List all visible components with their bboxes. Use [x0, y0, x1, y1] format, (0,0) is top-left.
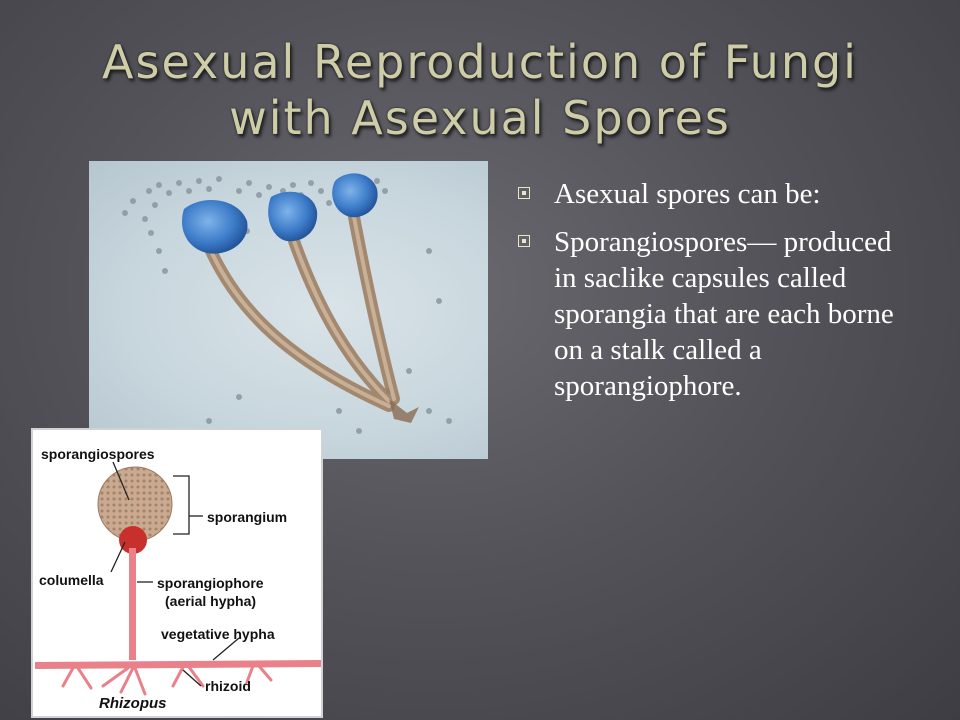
label-sporangiospores: sporangiospores — [41, 446, 155, 462]
rhizopus-diagram: sporangiospores sporangium columella spo… — [31, 428, 323, 718]
bullet-item: Sporangiospores— produced in saclike cap… — [516, 224, 916, 404]
slide-title-line-2: with Asexual Spores — [229, 91, 731, 145]
sporangium-head-right — [332, 173, 378, 218]
sporangiophore-shape — [129, 548, 136, 660]
sporangium-head-middle — [268, 191, 318, 242]
label-columella: columella — [39, 572, 104, 588]
label-sporangiophore: sporangiophore — [157, 575, 264, 591]
micrograph-illustration — [122, 173, 452, 434]
label-rhizoid: rhizoid — [205, 678, 251, 694]
square-bullet-icon — [518, 235, 530, 247]
bullet-item: Asexual spores can be: — [516, 176, 916, 212]
rhizoid-shapes — [61, 664, 273, 696]
leader-lines — [110, 461, 240, 687]
bullet-list: Asexual spores can be: Sporangiospores— … — [516, 176, 916, 416]
slide-title-line-1: Asexual Reproduction of Fungi — [102, 35, 858, 89]
square-bullet-icon — [518, 187, 530, 199]
label-aerial-hypha: (aerial hypha) — [165, 593, 257, 609]
sporangium-head-left — [181, 199, 248, 254]
columella-shape — [119, 526, 147, 554]
fungi-micrograph-image — [89, 161, 488, 459]
stalk-base — [389, 399, 419, 423]
label-rhizopus: Rhizopus — [99, 695, 167, 712]
label-vegetative-hypha: vegetative hypha — [161, 626, 275, 642]
rhizopus-illustration — [35, 461, 321, 696]
slide-title: Asexual Reproduction of Fungi with Asexu… — [60, 34, 900, 146]
bullet-text: Sporangiospores— produced in saclike cap… — [554, 226, 894, 402]
label-sporangium: sporangium — [207, 509, 288, 525]
bullet-text: Asexual spores can be: — [554, 178, 821, 210]
vegetative-hypha-shape — [35, 660, 321, 669]
